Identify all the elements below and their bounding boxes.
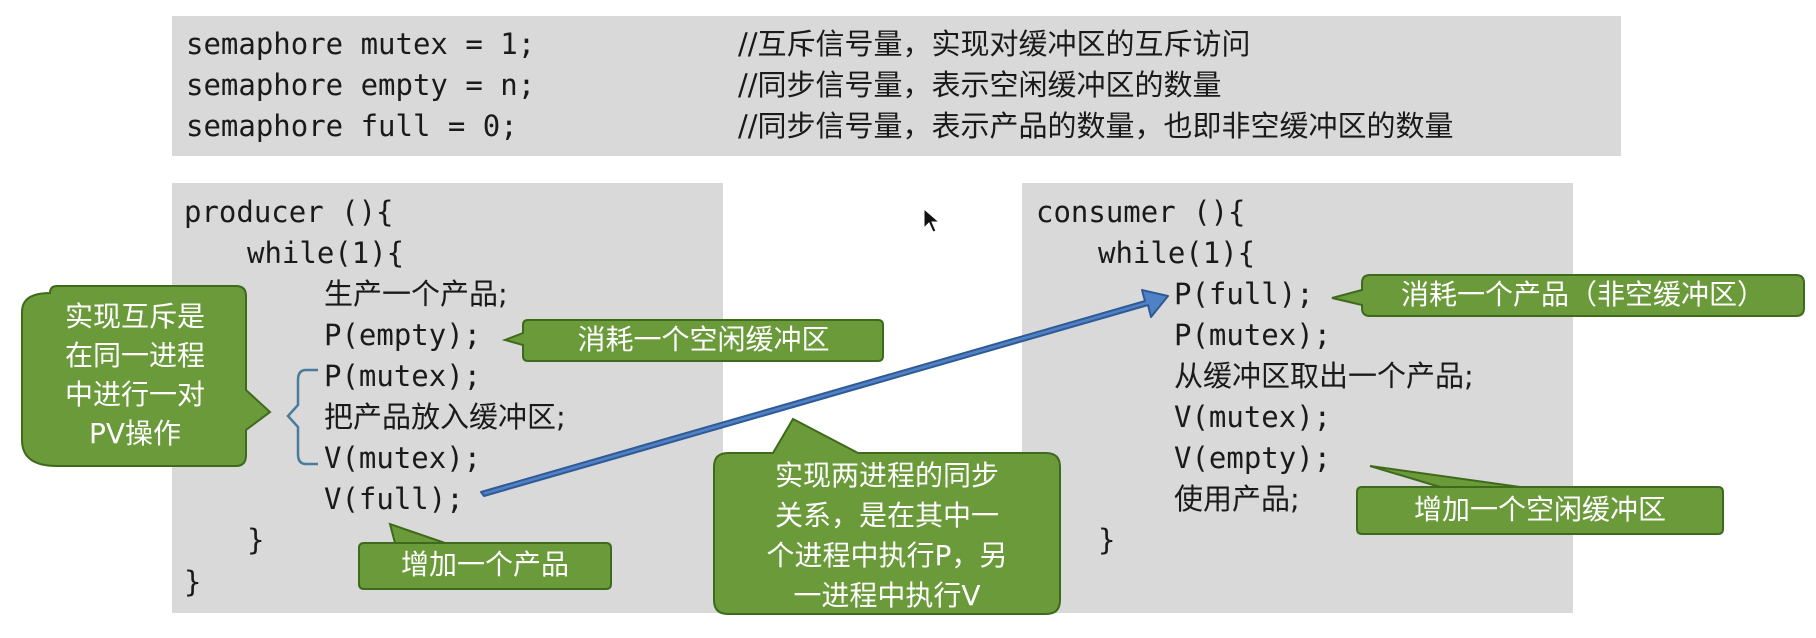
producer-p-mutex: P(mutex);: [324, 359, 482, 393]
add-empty-callout-text: 增加一个空闲缓冲区: [1413, 493, 1666, 526]
add-empty-callout-shape: [1356, 465, 1724, 535]
producer-close-fn: }: [184, 565, 202, 599]
decl-full-comment: //同步信号量，表示产品的数量，也即非空缓冲区的数量: [738, 109, 1454, 143]
consumer-v-mutex: V(mutex);: [1174, 400, 1332, 434]
producer-v-mutex: V(mutex);: [324, 441, 482, 475]
producer-produce: 生产一个产品;: [324, 277, 508, 311]
consumer-use: 使用产品;: [1174, 482, 1300, 516]
consumer-close-while: }: [1098, 523, 1116, 557]
sync-arrow: [480, 289, 1169, 497]
consumer-header: consumer (){: [1036, 195, 1246, 229]
mutex-callout-shape: [21, 285, 272, 467]
consume-empty-callout-text: 消耗一个空闲缓冲区: [577, 323, 830, 356]
producer-close-while: }: [247, 523, 265, 557]
sync-callout-text: 实现两进程的同步 关系，是在其中一 个进程中执行P，另 一进程中执行V: [766, 459, 1008, 612]
producer-v-full: V(full);: [324, 482, 464, 516]
consumer-p-full: P(full);: [1174, 277, 1314, 311]
declarations-panel: [172, 16, 1621, 156]
decl-empty-comment: //同步信号量，表示空闲缓冲区的数量: [738, 68, 1222, 102]
consumer-while: while(1){: [1098, 236, 1256, 270]
consumer-panel: [1022, 183, 1573, 613]
mutex-bracket: [286, 368, 318, 466]
consumer-p-mutex: P(mutex);: [1174, 318, 1332, 352]
producer-p-empty: P(empty);: [324, 318, 482, 352]
consume-product-callout-shape: [1331, 274, 1805, 317]
producer-while: while(1){: [247, 236, 405, 270]
add-product-callout-shape: [358, 522, 612, 590]
producer-header: producer (){: [184, 195, 394, 229]
mutex-callout-text: 实现互斥是 在同一进程 中进行一对 PV操作: [64, 300, 205, 450]
sync-callout-shape: [713, 417, 1061, 615]
decl-mutex-code: semaphore mutex = 1;: [186, 27, 536, 61]
consumer-take: 从缓冲区取出一个产品;: [1174, 359, 1474, 393]
consume-product-callout-text: 消耗一个产品（非空缓冲区）: [1400, 278, 1765, 311]
consume-empty-callout-shape: [501, 319, 884, 362]
mouse-cursor-icon: [923, 208, 941, 233]
consumer-v-empty: V(empty);: [1174, 441, 1332, 475]
decl-mutex-comment: //互斥信号量，实现对缓冲区的互斥访问: [738, 27, 1251, 61]
add-product-callout-text: 增加一个产品: [400, 548, 569, 581]
producer-panel: [172, 183, 723, 613]
producer-put: 把产品放入缓冲区;: [324, 400, 566, 434]
decl-full-code: semaphore full = 0;: [186, 109, 518, 143]
decl-empty-code: semaphore empty = n;: [186, 68, 536, 102]
